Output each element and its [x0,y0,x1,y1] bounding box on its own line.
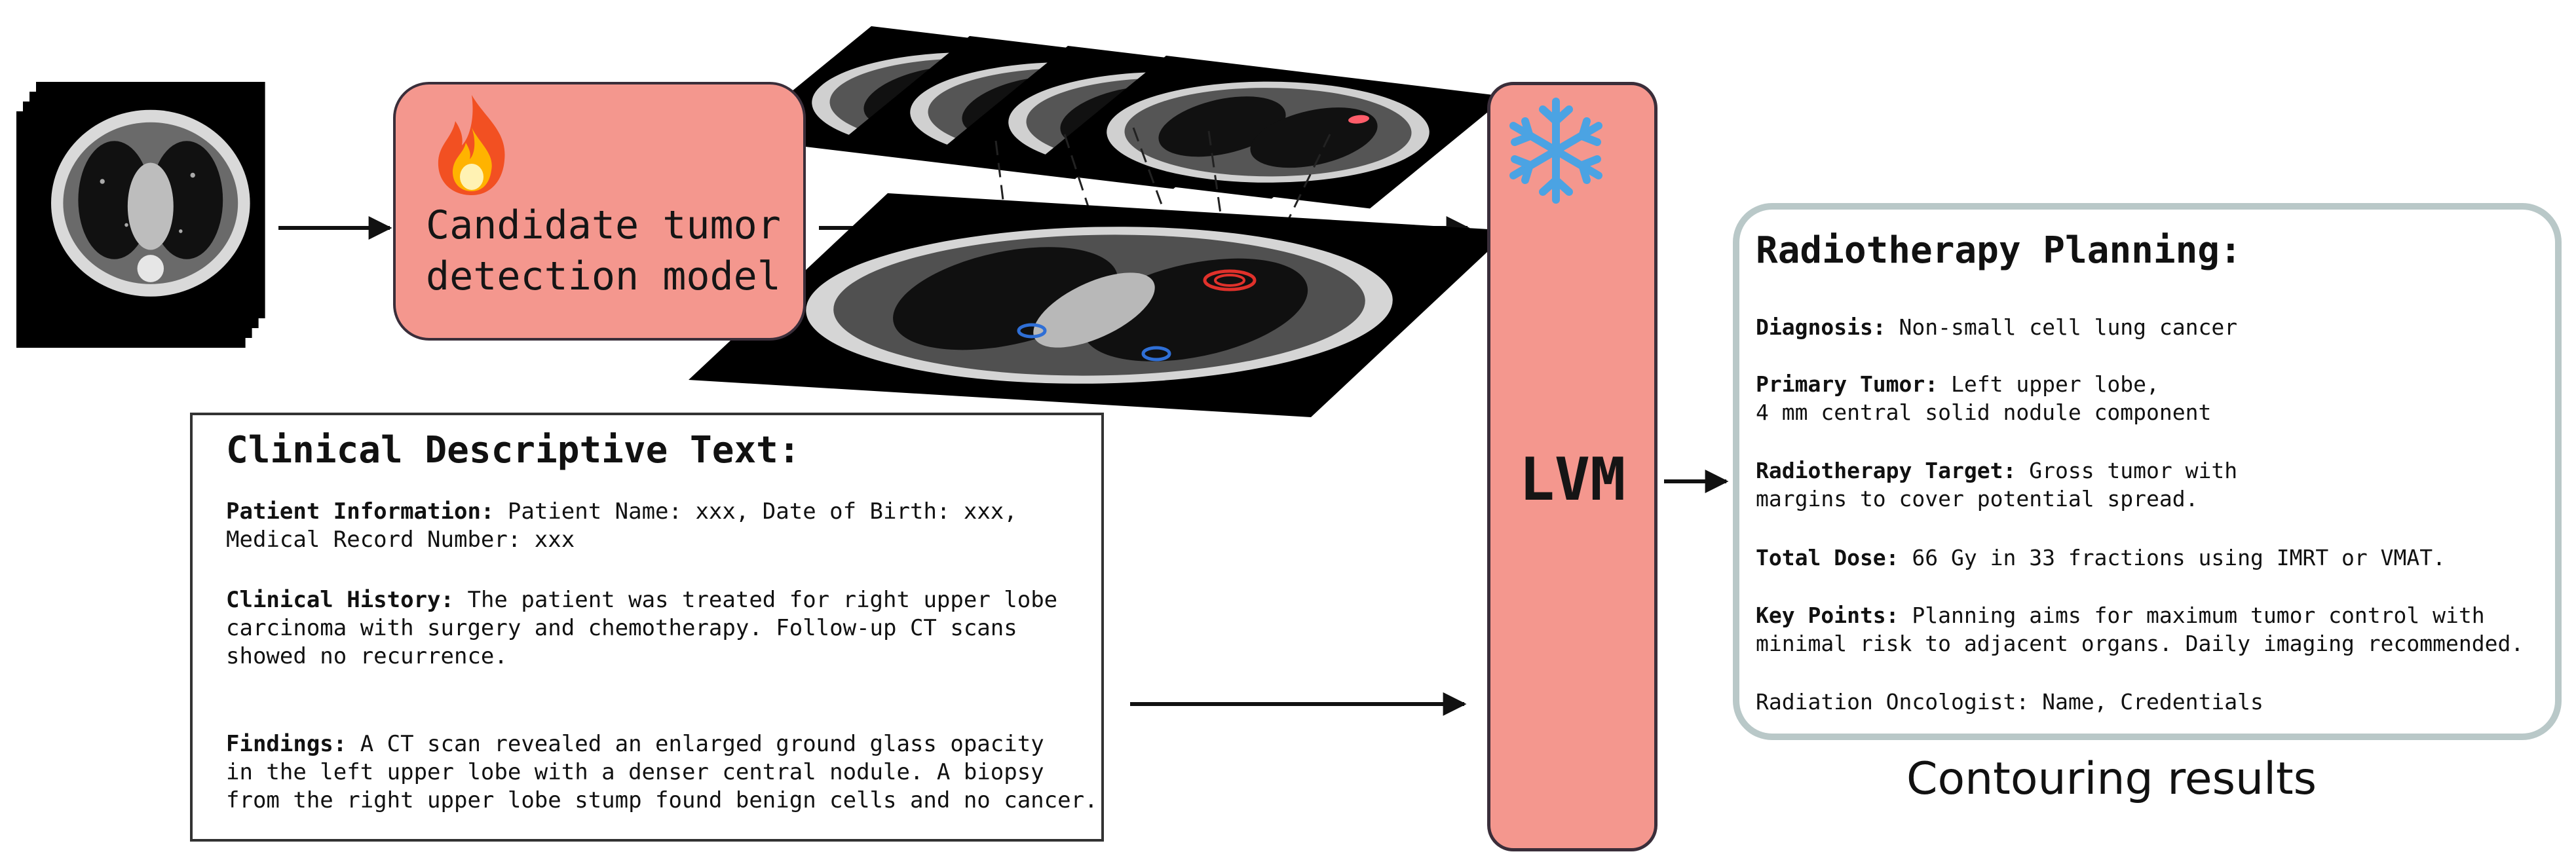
patient-info: Patient Information: Patient Name: xxx, … [226,498,1017,554]
findings-text: A CT scan revealed an enlarged ground gl… [226,731,1098,813]
total-dose-text: 66 Gy in 33 fractions using IMRT or VMAT… [1899,545,2446,570]
clinical-title: Clinical Descriptive Text: [226,429,801,472]
findings: Findings: A CT scan revealed an enlarged… [226,730,1098,815]
key-points-label: Key Points: [1756,603,1899,628]
candidate-slice-main [688,193,1510,418]
primary-tumor-text: Left upper lobe, 4 mm central solid nodu… [1756,371,2212,425]
clinical-history-text: The patient was treated for right upper … [226,587,1058,669]
planning-box [1733,203,2562,740]
diagnosis-label: Diagnosis: [1756,314,1886,340]
candidate-slices-top [734,26,1507,209]
output-caption: Contouring results [1906,753,2317,805]
radiotherapy-target-text: Gross tumor with margins to cover potent… [1756,458,2238,512]
clinical-history: Clinical History: The patient was treate… [226,586,1057,671]
total-dose: Total Dose: 66 Gy in 33 fractions using … [1756,544,2446,572]
clinical-text-box [190,413,1104,842]
diagnosis-text: Non-small cell lung cancer [1885,314,2238,340]
input-ct-stack [16,82,265,348]
planning-title: Radiotherapy Planning: [1756,229,2242,272]
primary-tumor: Primary Tumor: Left upper lobe, 4 mm cen… [1756,370,2211,426]
clinical-history-label: Clinical History: [226,587,454,613]
detection-model-box [393,82,806,341]
total-dose-label: Total Dose: [1756,545,1899,570]
detection-model-label: Candidate tumor detection model [426,202,781,299]
oncologist: Radiation Oncologist: Name, Credentials [1756,689,2263,715]
primary-tumor-label: Primary Tumor: [1756,371,1939,397]
patient-info-label: Patient Information: [226,498,495,525]
diagnosis: Diagnosis: Non-small cell lung cancer [1756,313,2237,341]
radiotherapy-target-label: Radiotherapy Target: [1756,458,2017,483]
snowflake-icon [1500,95,1612,209]
findings-label: Findings: [226,731,347,757]
patient-info-text: Patient Name: xxx, Date of Birth: xxx, M… [226,498,1017,553]
candidate-ring-blue [1017,323,1047,339]
radiotherapy-target: Radiotherapy Target: Gross tumor with ma… [1756,456,2237,513]
candidate-ring-blue [1141,346,1171,362]
key-points: Key Points: Planning aims for maximum tu… [1756,601,2524,658]
fire-icon [423,92,521,199]
lvm-box [1487,82,1657,851]
tumor-candidate-ring [1203,269,1257,291]
lvm-label: LVM [1519,445,1626,514]
key-points-text: Planning aims for maximum tumor control … [1756,603,2524,656]
